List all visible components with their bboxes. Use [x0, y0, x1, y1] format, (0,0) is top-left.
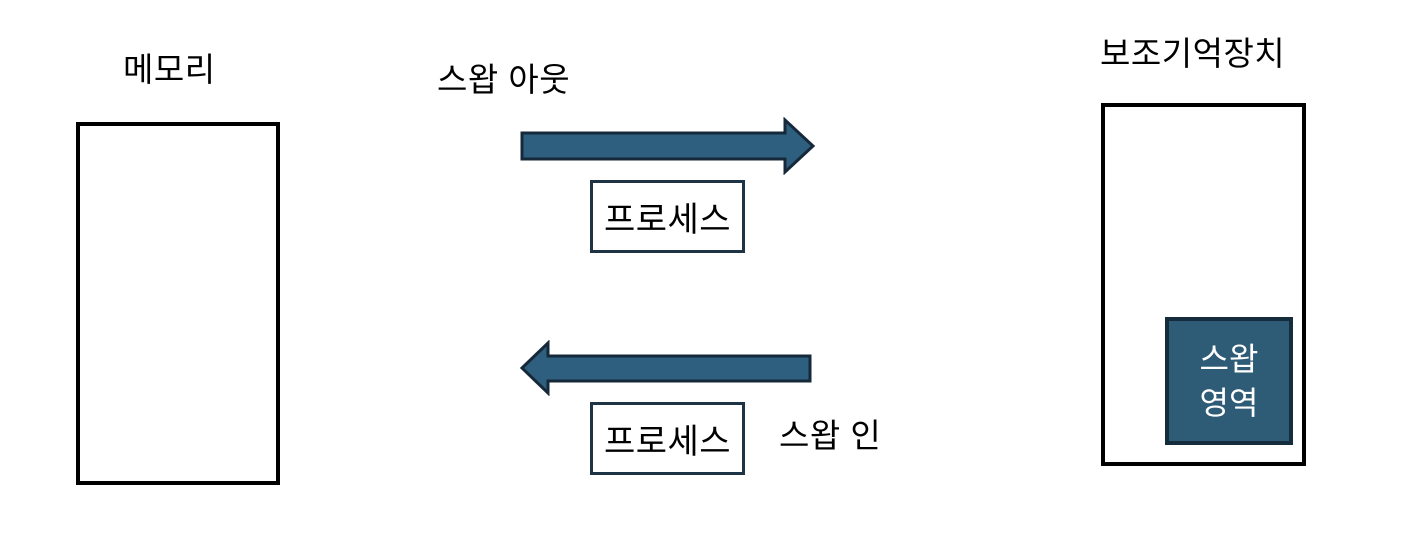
process-box-swap-out: 프로세스 [590, 180, 745, 253]
right-arrow-icon [520, 117, 816, 175]
swap-in-arrow [520, 340, 812, 396]
swap-out-label: 스왑 아웃 [437, 61, 571, 98]
memory-title: 메모리 [123, 51, 216, 88]
process-label: 프로세스 [603, 423, 732, 461]
process-label: 프로세스 [603, 201, 732, 239]
swap-area-box: 스왑 영역 [1165, 317, 1293, 445]
swap-out-arrow [520, 117, 816, 175]
swap-area-label-line1: 스왑 [1199, 341, 1259, 377]
secondary-storage-title: 보조기억장치 [1100, 35, 1286, 72]
swap-area-label-line2: 영역 [1199, 385, 1259, 421]
memory-rect [76, 122, 280, 485]
left-arrow-icon [520, 340, 812, 396]
swap-in-label: 스왑 인 [779, 417, 882, 454]
process-box-swap-in: 프로세스 [590, 402, 745, 475]
